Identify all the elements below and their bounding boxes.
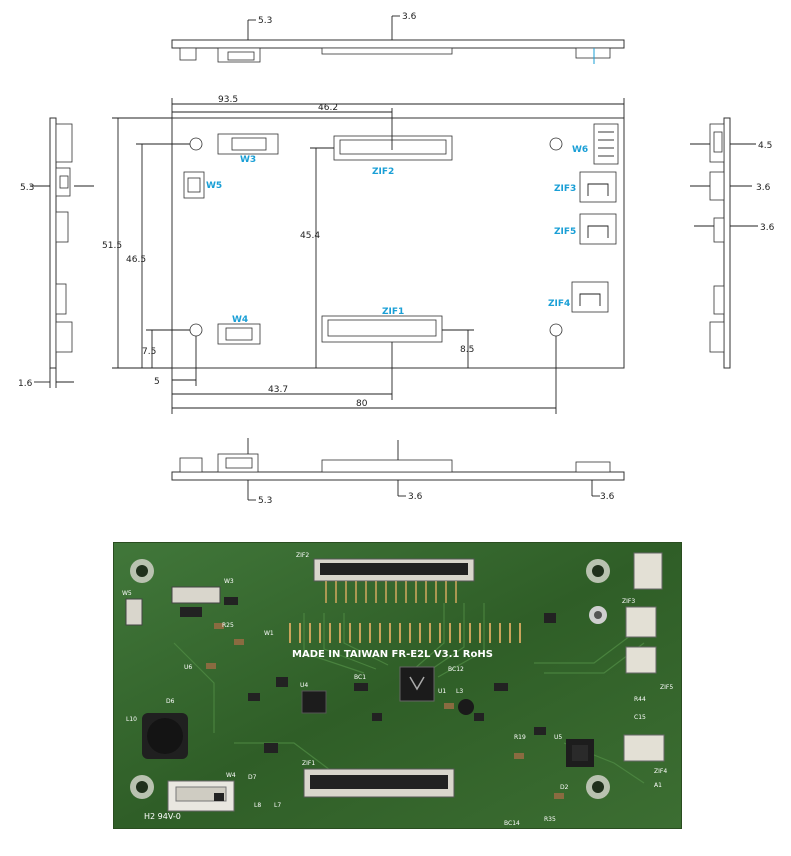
dim-hole-span: 80 — [356, 399, 368, 409]
photo-label-zif3: ZIF3 — [622, 598, 635, 605]
label-w4: W4 — [232, 315, 248, 325]
photo-label-d7: D7 — [248, 774, 257, 781]
photo-bottom-left-silk: H2 94V-0 — [144, 812, 181, 821]
dim-hole-left: 5 — [154, 377, 160, 387]
top-view: 5.3 3.6 — [171, 12, 625, 64]
photo-label-w5: W5 — [122, 590, 132, 597]
label-zif4: ZIF4 — [548, 299, 570, 309]
bottom-view: 5.3 3.6 3.6 — [171, 438, 625, 506]
photo-label-l8: L8 — [254, 802, 261, 809]
dim-width-top: 93.5 — [218, 95, 238, 105]
photo-label-d2: D2 — [560, 784, 569, 791]
photo-label-a1: A1 — [654, 782, 662, 789]
photo-label-r19: R19 — [514, 734, 526, 741]
dim-hole-bottom: 7.5 — [142, 347, 156, 357]
label-zif2: ZIF2 — [372, 167, 394, 177]
board-photo-art: MADE IN TAIWAN FR-E2L V3.1 RoHS H2 94V-0… — [114, 543, 681, 828]
mounting-holes — [130, 559, 610, 799]
photo-label-u1: U1 — [438, 688, 446, 695]
dim-zif-vertical: 45.4 — [300, 231, 320, 241]
dim-right-low: 3.6 — [760, 223, 775, 233]
photo-label-r35: R35 — [544, 816, 556, 823]
dim-bottom-left: 5.3 — [258, 496, 272, 506]
photo-label-zif5: ZIF5 — [660, 684, 673, 691]
label-zif5: ZIF5 — [554, 227, 576, 237]
photo-label-bc1: BC1 — [354, 674, 366, 681]
photo-label-bc14: BC14 — [504, 820, 520, 827]
photo-label-u4: U4 — [300, 682, 308, 689]
dim-zif1-bottom: 8.5 — [460, 345, 474, 355]
photo-w4 — [167, 780, 235, 812]
label-w3: W3 — [240, 155, 256, 165]
photo-l10 — [142, 713, 188, 759]
photo-label-zif4: ZIF4 — [654, 768, 667, 775]
photo-label-u6: U6 — [184, 664, 192, 671]
photo-label-w1: W1 — [264, 630, 274, 637]
photo-label-d6: D6 — [166, 698, 175, 705]
dim-right-top: 4.5 — [758, 141, 772, 151]
photo-zif2 — [313, 558, 475, 603]
left-view: 5.3 1.6 — [18, 117, 94, 389]
photo-label-u5: U5 — [554, 734, 562, 741]
dim-top-right: 3.6 — [402, 12, 417, 22]
dim-right-mid: 3.6 — [756, 183, 771, 193]
photo-u5 — [566, 739, 594, 767]
photo-label-zif1: ZIF1 — [302, 760, 315, 767]
label-w6: W6 — [572, 145, 588, 155]
photo-main-ic — [399, 666, 435, 702]
dim-thickness: 1.6 — [18, 379, 33, 389]
label-zif1: ZIF1 — [382, 307, 404, 317]
right-view: 4.5 3.6 3.6 — [690, 117, 775, 369]
label-zif3: ZIF3 — [554, 184, 576, 194]
photo-label-w4: W4 — [226, 772, 236, 779]
dim-left-conn: 5.3 — [20, 183, 34, 193]
mechanical-drawing: 5.3 3.6 W3 W5 W4 ZIF2 ZIF1 — [18, 12, 775, 506]
board-photo: MADE IN TAIWAN FR-E2L V3.1 RoHS H2 94V-0… — [113, 542, 682, 829]
label-w5: W5 — [206, 181, 222, 191]
dim-height-total: 51.5 — [102, 241, 122, 251]
photo-label-l10: L10 — [126, 716, 137, 723]
photo-zif1 — [303, 768, 455, 798]
dim-top-left: 5.3 — [258, 16, 272, 26]
dim-bottom-right: 3.6 — [600, 492, 615, 502]
photo-label-zif2: ZIF2 — [296, 552, 309, 559]
photo-label-r44: R44 — [634, 696, 646, 703]
photo-label-l7: L7 — [274, 802, 281, 809]
photo-label-r25: R25 — [222, 622, 234, 629]
photo-label-l3: L3 — [456, 688, 463, 695]
photo-label-w3: W3 — [224, 578, 234, 585]
photo-label-bc12: BC12 — [448, 666, 464, 673]
dim-zif-top: 46.2 — [318, 103, 338, 113]
main-view: W3 W5 W4 ZIF2 ZIF1 W6 ZIF3 ZIF5 Z — [102, 95, 625, 414]
dim-height-holes: 46.5 — [126, 255, 146, 265]
photo-label-c15: C15 — [634, 714, 646, 721]
photo-main-silk: MADE IN TAIWAN FR-E2L V3.1 RoHS — [292, 649, 493, 660]
dim-zif1-left: 43.7 — [268, 385, 288, 395]
dim-bottom-mid: 3.6 — [408, 492, 423, 502]
